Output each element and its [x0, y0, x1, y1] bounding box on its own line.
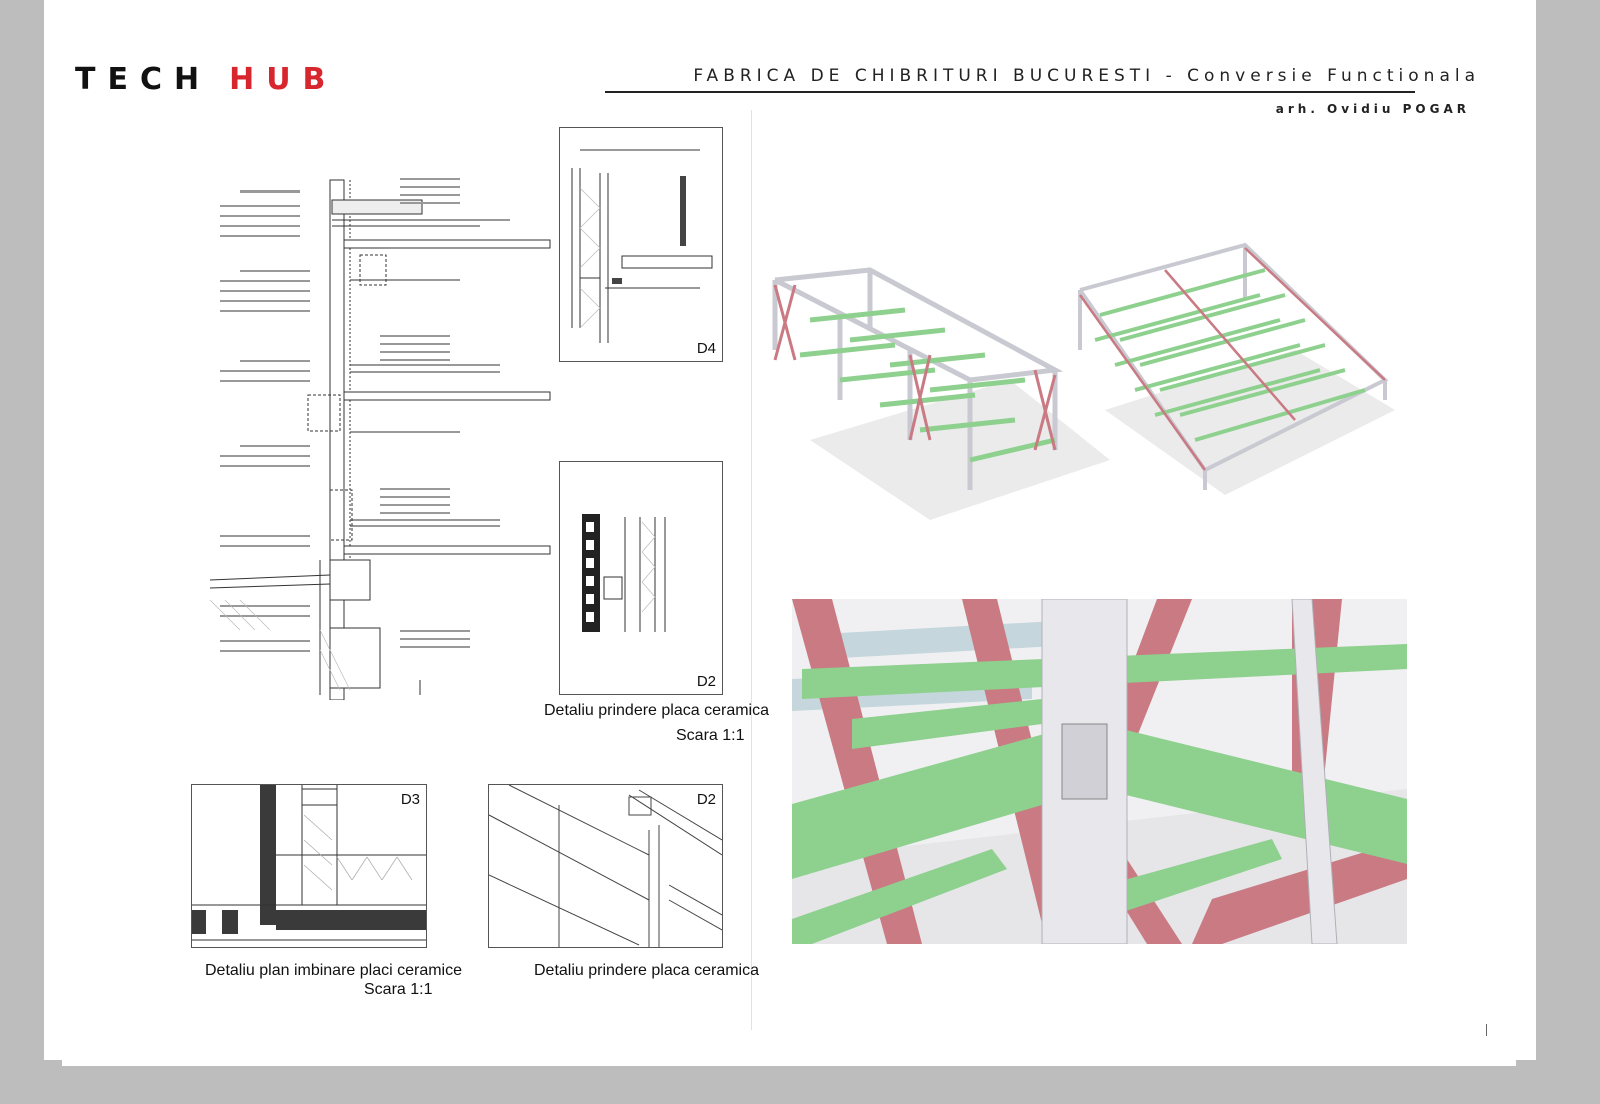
caption-d2-top-scale: Scara 1:1: [676, 727, 745, 744]
detail-d2-top-drawing: [582, 514, 666, 632]
steel-connection-closeup-svg: [792, 599, 1407, 944]
wall-section-svg: [209, 178, 551, 700]
sheet-tick-mark: [1486, 1024, 1487, 1036]
sheet-edge: [62, 1060, 1516, 1066]
steel-frame-render-right: [1075, 240, 1395, 495]
caption-d3-scale: Scara 1:1: [364, 981, 433, 998]
caption-d2-bottom: Detaliu prindere placa ceramica: [534, 962, 759, 979]
tech-hub-logo: TECH HUB: [75, 62, 337, 97]
wall-section-drawing: [180, 160, 560, 700]
steel-frame-render-right-svg: [1078, 242, 1395, 495]
detail-d4: D4: [559, 127, 723, 362]
project-title: FABRICA DE CHIBRITURI BUCURESTI - Conver…: [693, 66, 1480, 86]
detail-d2-bottom-tag: D2: [696, 791, 716, 808]
detail-d2-bottom: D2: [488, 784, 723, 948]
architect-name: arh. Ovidiu POGAR: [1275, 102, 1470, 116]
caption-d2-top: Detaliu prindere placa ceramica: [544, 702, 769, 719]
title-underline: [605, 91, 1415, 93]
steel-frame-render-left-svg: [772, 267, 1110, 520]
detail-d2-top: D2: [559, 461, 723, 695]
logo-word-tech: TECH: [75, 62, 212, 97]
detail-d4-drawing: [571, 149, 713, 343]
steel-connection-closeup: [792, 599, 1407, 944]
detail-d2-top-tag: D2: [696, 673, 716, 690]
detail-d3-tag: D3: [400, 791, 420, 808]
logo-word-hub: HUB: [229, 62, 338, 97]
detail-d3-drawing: [192, 785, 426, 941]
caption-d3: Detaliu plan imbinare placi ceramice: [205, 962, 463, 979]
detail-d3: D3: [191, 784, 427, 948]
detail-d4-tag: D4: [696, 340, 716, 357]
sheet-divider: [751, 110, 752, 1030]
detail-d2-bottom-drawing: [489, 785, 722, 947]
steel-frame-render-left: [770, 260, 1110, 520]
